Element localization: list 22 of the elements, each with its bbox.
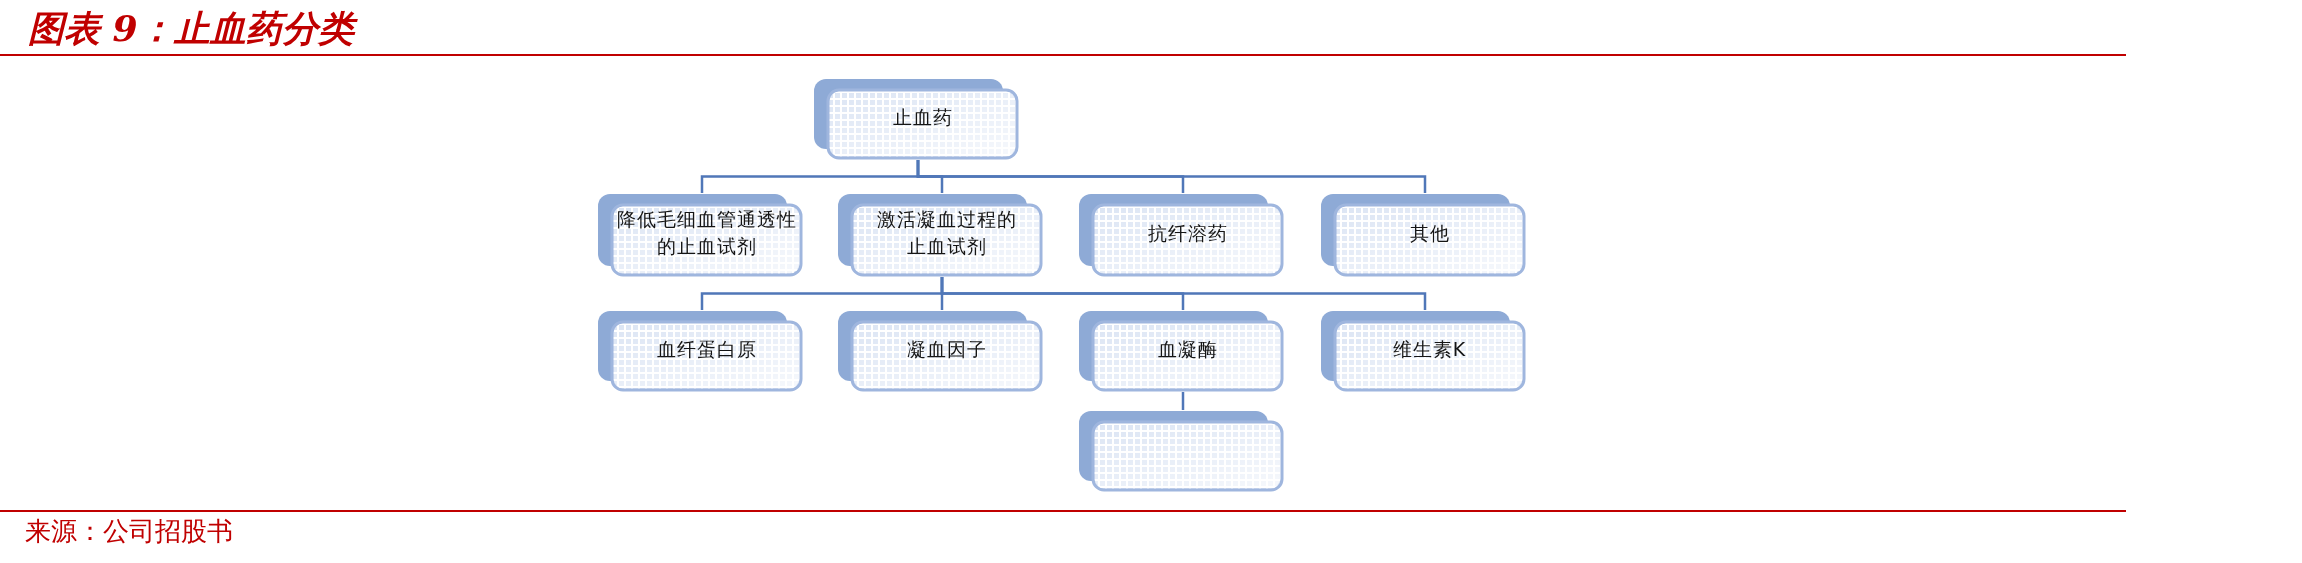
category-box [837,193,1043,277]
category-box [813,78,1019,160]
category-box [597,193,803,277]
category-box [837,310,1043,392]
category-box [1320,310,1526,392]
category-box [1078,193,1284,277]
node-label: 血凝酶 [1157,336,1218,362]
category-box [597,310,803,392]
node-label: 止血药 [892,104,953,130]
node-label: 血纤蛋白原 [656,336,757,362]
node-label: 维生素K [1392,336,1467,362]
node-label: 凝血因子 [906,336,987,362]
node-label: 抗纤溶药 [1147,220,1228,246]
node-label: 激活凝血过程的止血试剂 [875,207,1018,259]
category-box [1078,310,1284,392]
source-note: 来源：公司招股书 [25,517,233,547]
category-box [1320,193,1526,277]
connector-line [916,160,1427,193]
category-box [1078,410,1284,492]
node-label: 其他 [1409,220,1450,246]
connector-line [940,277,1427,310]
node-label: 降低毛细血管通透性的止血试剂 [615,207,798,259]
